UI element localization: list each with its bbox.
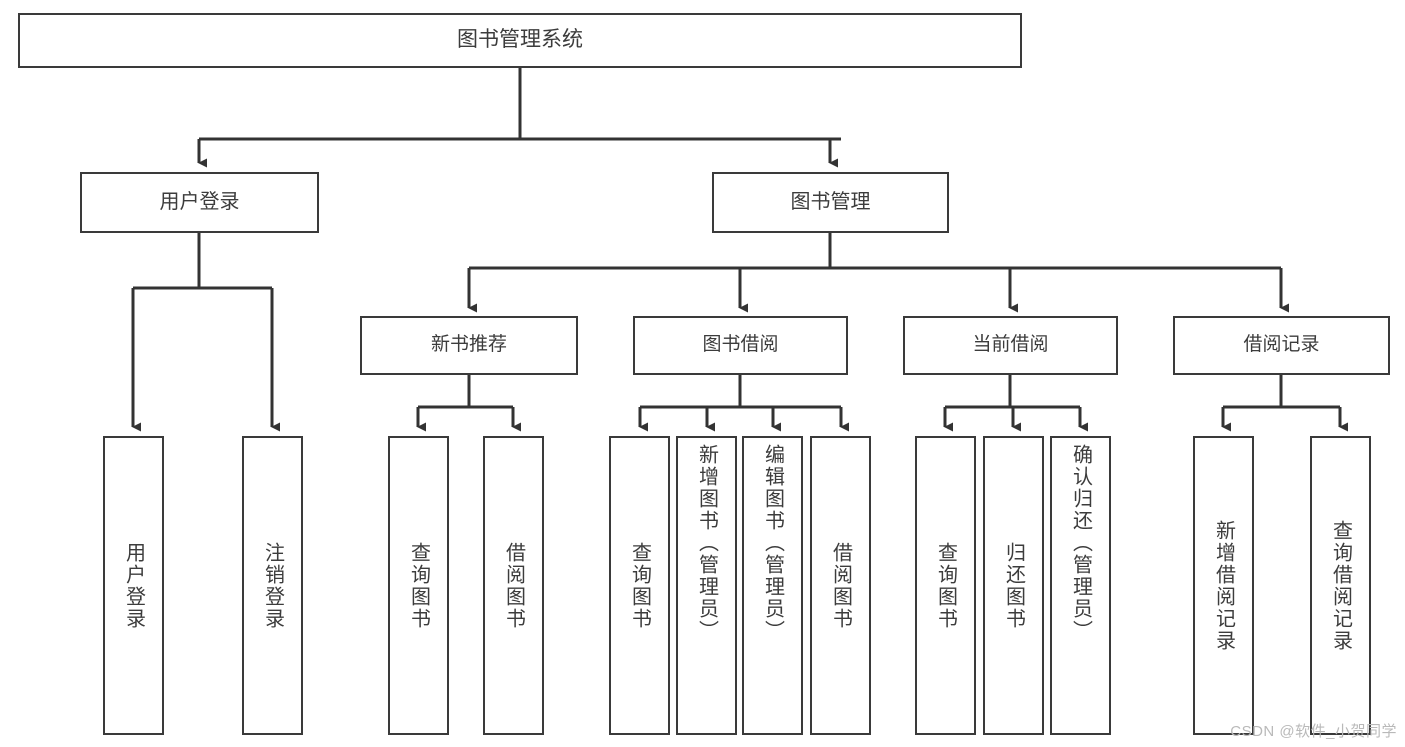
node-leaf-query-book-2[interactable]: 查询图书 [609, 436, 670, 735]
node-leaf-query-record-label: 查询借阅记录 [1329, 519, 1352, 652]
node-leaf-confirm-return-label: 确认归还（管理员） [1069, 444, 1092, 642]
node-leaf-add-record-label: 新增借阅记录 [1212, 519, 1235, 652]
node-leaf-borrow-book-1-label: 借阅图书 [502, 541, 525, 630]
node-leaf-query-book-1-label: 查询图书 [407, 541, 430, 630]
node-book-borrow-label: 图书借阅 [702, 334, 779, 356]
node-new-book-recommend[interactable]: 新书推荐 [360, 316, 578, 375]
node-leaf-borrow-book-1[interactable]: 借阅图书 [483, 436, 544, 735]
node-user-login-label: 用户登录 [159, 190, 240, 213]
node-book-management[interactable]: 图书管理 [712, 172, 949, 233]
node-current-borrow-label: 当前借阅 [972, 334, 1049, 356]
node-leaf-borrow-book-2[interactable]: 借阅图书 [810, 436, 871, 735]
watermark-text: CSDN @软件_小贺同学 [1230, 723, 1397, 740]
node-leaf-edit-book[interactable]: 编辑图书（管理员） [742, 436, 803, 735]
node-book-borrow[interactable]: 图书借阅 [633, 316, 848, 375]
node-book-management-label: 图书管理 [790, 190, 871, 213]
node-leaf-return-book-label: 归还图书 [1002, 541, 1025, 630]
node-leaf-edit-book-label: 编辑图书（管理员） [761, 444, 784, 642]
node-leaf-return-book[interactable]: 归还图书 [983, 436, 1044, 735]
node-leaf-query-book-1[interactable]: 查询图书 [388, 436, 449, 735]
node-new-book-recommend-label: 新书推荐 [430, 334, 507, 356]
node-leaf-query-record[interactable]: 查询借阅记录 [1310, 436, 1371, 735]
node-borrow-record[interactable]: 借阅记录 [1173, 316, 1390, 375]
node-leaf-user-login-label: 用户登录 [122, 541, 145, 630]
node-root-label: 图书管理系统 [457, 28, 583, 52]
node-leaf-logout-login-label: 注销登录 [261, 541, 284, 630]
node-user-login[interactable]: 用户登录 [80, 172, 319, 233]
node-leaf-add-book-label: 新增图书（管理员） [695, 444, 718, 642]
node-root[interactable]: 图书管理系统 [18, 13, 1022, 68]
node-borrow-record-label: 借阅记录 [1243, 334, 1320, 356]
node-leaf-confirm-return[interactable]: 确认归还（管理员） [1050, 436, 1111, 735]
node-current-borrow[interactable]: 当前借阅 [903, 316, 1118, 375]
node-leaf-query-book-3[interactable]: 查询图书 [915, 436, 976, 735]
node-leaf-user-login[interactable]: 用户登录 [103, 436, 164, 735]
node-leaf-add-record[interactable]: 新增借阅记录 [1193, 436, 1254, 735]
node-leaf-add-book[interactable]: 新增图书（管理员） [676, 436, 737, 735]
node-leaf-borrow-book-2-label: 借阅图书 [829, 541, 852, 630]
node-leaf-query-book-2-label: 查询图书 [628, 541, 651, 630]
node-leaf-query-book-3-label: 查询图书 [934, 541, 957, 630]
node-leaf-logout-login[interactable]: 注销登录 [242, 436, 303, 735]
